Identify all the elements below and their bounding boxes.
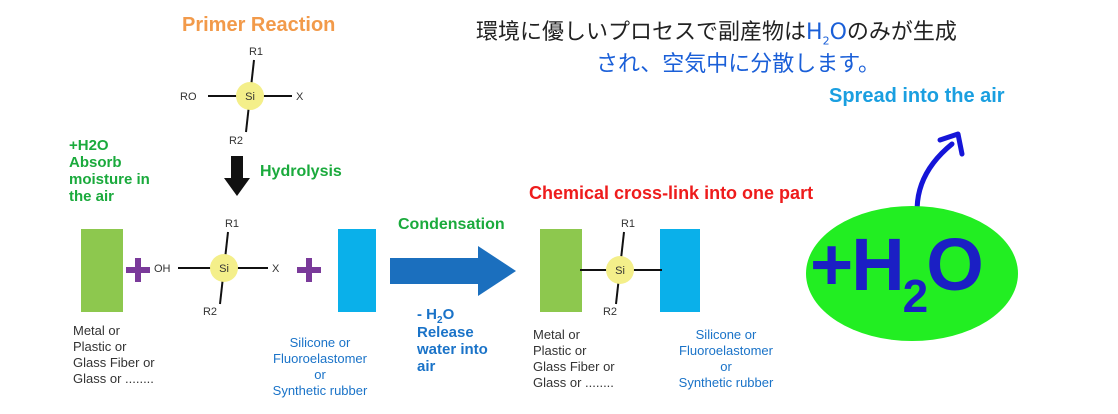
minus-h2o-suffix: O <box>442 306 455 323</box>
substrate-label-right: Metal or Plastic or Glass Fiber or Glass… <box>533 327 615 391</box>
substrate-line: Glass Fiber or <box>73 355 155 370</box>
hydrolysis-label: Hydrolysis <box>260 163 342 180</box>
release-line: water into <box>417 341 488 358</box>
plus-icon <box>126 258 150 282</box>
crosslinked-silane-molecule: Si R1 R2 <box>580 218 662 318</box>
rubber-block-left <box>338 229 376 312</box>
substrate-line: Plastic or <box>73 339 127 354</box>
spread-into-air-label: Spread into the air <box>829 85 1005 107</box>
crosslink-r1-label: R1 <box>621 218 635 230</box>
substrate-line: Glass Fiber or <box>533 359 615 374</box>
water-note-line: moisture in <box>69 171 150 188</box>
release-line: Release <box>417 324 474 341</box>
minus-h2o-label: - H2O <box>417 306 454 329</box>
water-note-line: +H2O <box>69 137 109 154</box>
release-water-label: Release water into air <box>417 324 488 375</box>
release-line: air <box>417 358 436 375</box>
primer-silane-molecule: Si R1 R2 RO X <box>180 46 304 147</box>
jp-text-b: のみが生成 <box>846 20 957 45</box>
h2o-badge-prefix: +H <box>810 223 905 306</box>
jp-o: O <box>829 20 847 45</box>
h2o-badge-sub: 2 <box>902 270 929 322</box>
hydrolysis-arrow <box>224 156 250 196</box>
minus-h2o-prefix: - H <box>417 306 437 323</box>
middle-r2-label: R2 <box>203 306 217 318</box>
rubber-line: Synthetic rubber <box>272 383 368 398</box>
substrate-line: Glass or ........ <box>73 371 154 386</box>
rubber-line: Silicone or <box>695 327 757 342</box>
middle-oh-label: OH <box>154 263 171 275</box>
substrate-label-left: Metal or Plastic or Glass Fiber or Glass… <box>73 323 155 387</box>
primer-ro-label: RO <box>180 91 197 103</box>
primer-reaction-title: Primer Reaction <box>182 14 336 36</box>
water-note-line: Absorb <box>69 154 122 171</box>
jp-sub: 2 <box>822 34 830 48</box>
primer-r1-label: R1 <box>249 46 263 58</box>
japanese-caption-line1: 環境に優しいプロセスで副産物はH2Oのみが生成 <box>476 14 957 47</box>
rubber-block-right <box>660 229 700 312</box>
h2o-badge-suffix: O <box>926 223 984 306</box>
h2o-badge-text: +H2O <box>810 223 984 323</box>
rubber-line: Fluoroelastomer <box>273 351 367 366</box>
substrate-line: Glass or ........ <box>533 375 614 390</box>
crosslink-si-label: Si <box>615 265 625 277</box>
primer-si-label: Si <box>245 91 255 103</box>
minus-h2o-sub: 2 <box>437 315 443 326</box>
condensation-label: Condensation <box>398 216 505 233</box>
jp-h: H <box>806 20 823 45</box>
rubber-line: Silicone or <box>289 335 351 350</box>
middle-r1-label: R1 <box>225 218 239 230</box>
crosslink-title: Chemical cross-link into one part <box>529 183 814 203</box>
rubber-label-left: Silicone or Fluoroelastomer or Synthetic… <box>254 335 386 399</box>
substrate-line: Plastic or <box>533 343 587 358</box>
substrate-line: Metal or <box>73 323 120 338</box>
rubber-line: Synthetic rubber <box>678 375 774 390</box>
substrate-block-right <box>540 229 582 312</box>
middle-x-label: X <box>272 263 280 275</box>
hydrolyzed-silane-molecule: Si R1 R2 OH X <box>154 218 280 318</box>
substrate-line: Metal or <box>533 327 580 342</box>
primer-x-label: X <box>296 91 304 103</box>
h2o-badge <box>806 206 1018 341</box>
water-note-line: the air <box>69 188 115 205</box>
primer-r2-label: R2 <box>229 135 243 147</box>
plus-icon <box>297 258 321 282</box>
rubber-line: or <box>314 367 326 382</box>
substrate-block-left <box>81 229 123 312</box>
rubber-label-right: Silicone or Fluoroelastomer or Synthetic… <box>660 327 792 391</box>
rubber-line: Fluoroelastomer <box>679 343 773 358</box>
crosslink-r2-label: R2 <box>603 306 617 318</box>
condensation-arrow <box>390 246 516 296</box>
japanese-caption-line2: され、空気中に分散します。 <box>596 52 881 77</box>
water-absorb-note: +H2O Absorb moisture in the air <box>69 137 150 205</box>
middle-si-label: Si <box>219 263 229 275</box>
jp-text-a: 環境に優しいプロセスで副産物は <box>476 20 807 45</box>
rubber-line: or <box>720 359 732 374</box>
